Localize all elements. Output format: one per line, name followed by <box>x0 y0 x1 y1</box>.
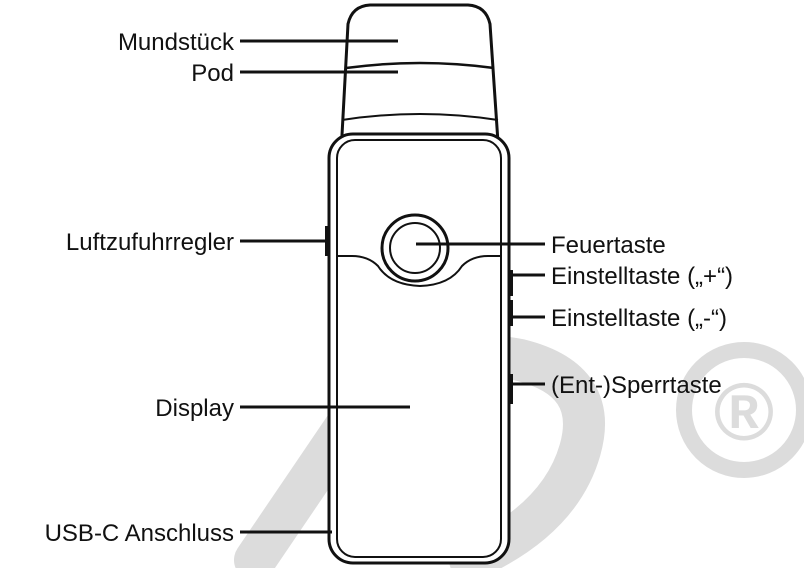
leader-lines <box>240 39 545 534</box>
labels-left: Mundstück Pod Luftzufuhrregler Display U… <box>45 29 235 547</box>
label-lock: (Ent-)Sperrtaste <box>551 372 722 399</box>
label-usb: USB-C Anschluss <box>45 520 234 547</box>
plus-button-side <box>508 270 513 296</box>
label-mouthpiece: Mundstück <box>118 29 235 56</box>
pod-outline <box>338 3 502 173</box>
body-inner <box>336 139 502 558</box>
watermark-circle <box>676 342 804 478</box>
label-fire: Feuertaste <box>551 232 666 259</box>
device-body <box>325 132 513 565</box>
fire-button-outer <box>380 213 450 283</box>
label-pod: Pod <box>191 60 234 87</box>
fire-button-inner <box>389 222 441 274</box>
pod-bottom-curve <box>341 113 499 121</box>
pod-assembly <box>338 3 502 173</box>
label-airflow: Luftzufuhrregler <box>66 229 234 256</box>
labels-right: Feuertaste Einstelltaste („+“) Einstellt… <box>551 232 733 399</box>
label-display: Display <box>155 395 234 422</box>
lock-button-side <box>508 374 513 404</box>
display-panel-curve <box>337 255 501 288</box>
body-outer <box>327 132 511 565</box>
watermark-registered-mark: ® <box>714 367 774 458</box>
label-plus: Einstelltaste („+“) <box>551 263 733 290</box>
minus-button-side <box>508 300 513 326</box>
mouthpiece-separator <box>345 61 495 70</box>
label-minus: Einstelltaste („-“) <box>551 305 727 332</box>
